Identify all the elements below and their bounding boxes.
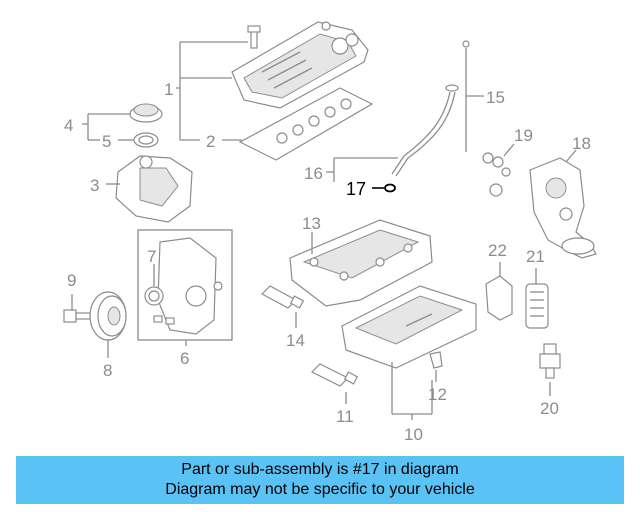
crankshaft-pulley[interactable] [89, 291, 127, 341]
callout-6[interactable]: 6 [180, 349, 189, 368]
oil-filter-element[interactable] [525, 283, 549, 329]
callout-19[interactable]: 19 [514, 126, 533, 145]
callout-18[interactable]: 18 [572, 134, 591, 153]
lower-oil-pan[interactable] [341, 285, 477, 369]
upper-oil-pan[interactable] [289, 219, 433, 307]
info-banner: Part or sub-assembly is #17 in diagram D… [16, 456, 624, 504]
callout-20[interactable]: 20 [540, 399, 559, 418]
timing-cover-dowels[interactable] [153, 315, 175, 325]
callout-1[interactable]: 1 [164, 80, 173, 99]
dipstick-tube[interactable] [391, 84, 459, 177]
lower-timing-cover[interactable] [157, 237, 223, 335]
callout-21[interactable]: 21 [526, 247, 545, 266]
callout-10[interactable]: 10 [404, 425, 423, 444]
oil-filler-cap[interactable] [129, 103, 163, 123]
upper-timing-cover[interactable] [115, 155, 193, 223]
sealant-tube-lower[interactable] [310, 363, 359, 387]
banner-line-2: Diagram may not be specific to your vehi… [165, 481, 475, 498]
callout-11[interactable]: 11 [336, 407, 354, 426]
callout-8[interactable]: 8 [103, 361, 112, 380]
callout-14[interactable]: 14 [286, 331, 305, 350]
front-crank-seal[interactable] [144, 286, 164, 306]
valve-cover-bolt[interactable] [247, 25, 261, 49]
oil-filter-housing[interactable] [529, 157, 597, 259]
oil-cooler-seals[interactable] [482, 152, 511, 197]
callout-22[interactable]: 22 [488, 241, 507, 260]
filler-cap-gasket[interactable] [133, 132, 159, 148]
callout-15[interactable]: 15 [486, 88, 505, 107]
drain-plug[interactable] [429, 351, 443, 369]
callout-4[interactable]: 4 [64, 116, 73, 135]
valve-cover-gasket[interactable] [238, 87, 374, 161]
banner-line-1: Part or sub-assembly is #17 in diagram [181, 461, 459, 478]
dipstick-tube-o-ring[interactable] [384, 183, 396, 193]
callout-16[interactable]: 16 [304, 164, 323, 183]
callout-3[interactable]: 3 [90, 176, 99, 195]
sealant-tube-upper[interactable] [261, 285, 305, 309]
parts-diagram: 1 2 4 5 3 [63, 21, 597, 444]
callout-2[interactable]: 2 [206, 132, 215, 151]
callout-9[interactable]: 9 [67, 271, 76, 290]
callout-12[interactable]: 12 [428, 385, 447, 404]
valve-cover[interactable] [231, 21, 369, 109]
crank-pulley-bolt[interactable] [63, 309, 91, 323]
callout-7[interactable]: 7 [147, 247, 156, 266]
oil-filter-cap-cover[interactable] [485, 275, 513, 321]
callout-13[interactable]: 13 [302, 214, 321, 233]
callout-17[interactable]: 17 [346, 179, 366, 199]
callout-5[interactable]: 5 [102, 132, 111, 151]
oil-dipstick[interactable] [462, 40, 470, 152]
oil-pressure-valve[interactable] [539, 343, 561, 379]
